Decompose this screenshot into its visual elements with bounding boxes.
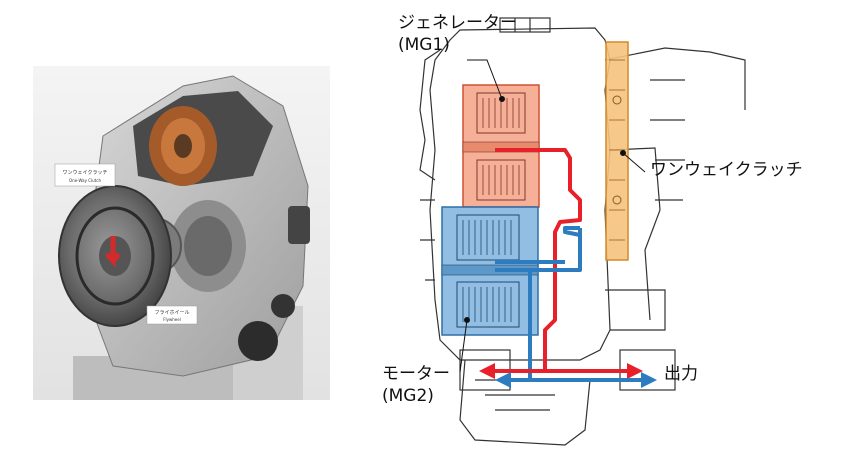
tag-text-jp-clutch: ワンウェイクラッチ [63,169,108,176]
leader-lines [459,59,646,373]
generator-code-label: (MG1) [398,35,450,55]
output-label: 出力 [664,364,698,384]
blue-power-flow-path [495,226,582,378]
tag-text-en-flywheel: Flywheel [163,317,181,322]
hybrid-system-schematic [419,17,746,446]
housing-outline [419,17,746,446]
transmission-cutaway-photo: ワンウェイクラッチ One-Way Clutch フライホイール Flywhee… [33,66,330,400]
one-way-clutch-block [605,41,629,261]
tag-text-en-clutch: One-Way Clutch [69,178,101,183]
motor-code-label: (MG2) [382,386,434,406]
generator-mg1-block [462,84,540,208]
one-way-clutch-tag: ワンウェイクラッチ One-Way Clutch [54,163,116,187]
one-way-clutch-label: ワンウェイクラッチ [650,160,803,180]
motor-label: モーター [382,364,450,384]
flywheel-tag: フライホイール Flywheel [146,305,198,325]
red-power-flow-path [495,148,582,372]
generator-label: ジェネレーター [398,13,517,33]
tag-text-jp-flywheel: フライホイール [154,310,189,316]
output-arrows [479,363,657,388]
